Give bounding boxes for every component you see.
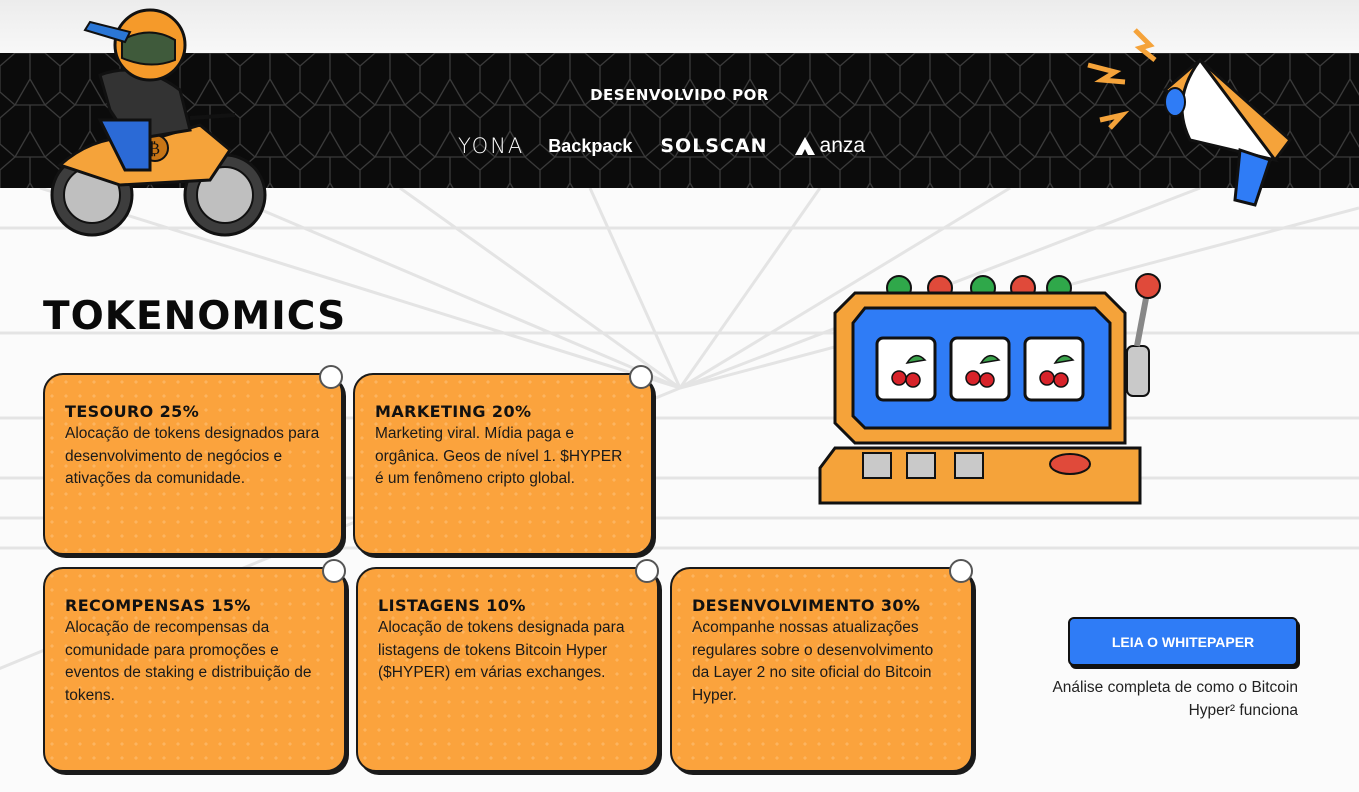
card-pin-icon bbox=[949, 559, 973, 583]
card-pin-icon bbox=[629, 365, 653, 389]
token-card-marketing: MARKETING 20% Marketing viral. Mídia pag… bbox=[353, 365, 653, 555]
card-body: Alocação de recompensas da comunidade pa… bbox=[65, 619, 312, 704]
token-card-desenvolvimento: DESENVOLVIMENTO 30% Acompanhe nossas atu… bbox=[670, 559, 973, 772]
megaphone-illustration bbox=[1087, 28, 1293, 207]
read-whitepaper-button[interactable]: LEIA O WHITEPAPER bbox=[1068, 617, 1298, 666]
whitepaper-caption: Análise completa de como o Bitcoin Hyper… bbox=[1052, 679, 1298, 719]
tokenomics-title: TOKENOMICS bbox=[43, 294, 347, 339]
card-title: TESOURO 25% bbox=[65, 402, 200, 421]
rider-motorcycle-illustration: ₿ bbox=[50, 8, 267, 237]
partner-logo-backpack[interactable]: Backpack bbox=[548, 135, 633, 156]
token-card-recompensas: RECOMPENSAS 15% Alocação de recompensas … bbox=[43, 559, 346, 772]
card-body: Acompanhe nossas atualizações regulares … bbox=[692, 619, 934, 704]
card-title: LISTAGENS 10% bbox=[378, 596, 526, 615]
card-body: Alocação de tokens designados para desen… bbox=[65, 425, 320, 487]
partners-heading: DESENVOLVIDO POR bbox=[590, 86, 769, 104]
card-title: MARKETING 20% bbox=[375, 402, 532, 421]
card-pin-icon bbox=[635, 559, 659, 583]
anza-logo-icon bbox=[794, 137, 815, 155]
partner-logo-anza[interactable]: anza bbox=[794, 134, 866, 158]
token-card-listagens: LISTAGENS 10% Alocação de tokens designa… bbox=[356, 559, 659, 772]
partner-logo-yona[interactable]: YONA bbox=[458, 134, 525, 158]
token-card-tesouro: TESOURO 25% Alocação de tokens designado… bbox=[43, 365, 343, 555]
partner-banner: DESENVOLVIDO POR YONA Backpack SOLSCAN a… bbox=[0, 53, 1359, 188]
card-body: Alocação de tokens designada para listag… bbox=[378, 619, 625, 681]
card-body: Marketing viral. Mídia paga e orgânica. … bbox=[375, 425, 623, 487]
anza-logo-text: anza bbox=[819, 134, 866, 157]
slot-machine-illustration bbox=[818, 273, 1161, 505]
partner-logo-solscan[interactable]: SOLSCAN bbox=[660, 135, 768, 157]
card-title: DESENVOLVIMENTO 30% bbox=[692, 596, 921, 615]
card-pin-icon bbox=[319, 365, 343, 389]
card-pin-icon bbox=[322, 559, 346, 583]
partner-logos: YONA Backpack SOLSCAN anza bbox=[458, 131, 865, 161]
svg-text:₿: ₿ bbox=[149, 139, 160, 158]
top-strip bbox=[0, 0, 1359, 53]
card-title: RECOMPENSAS 15% bbox=[65, 596, 251, 615]
